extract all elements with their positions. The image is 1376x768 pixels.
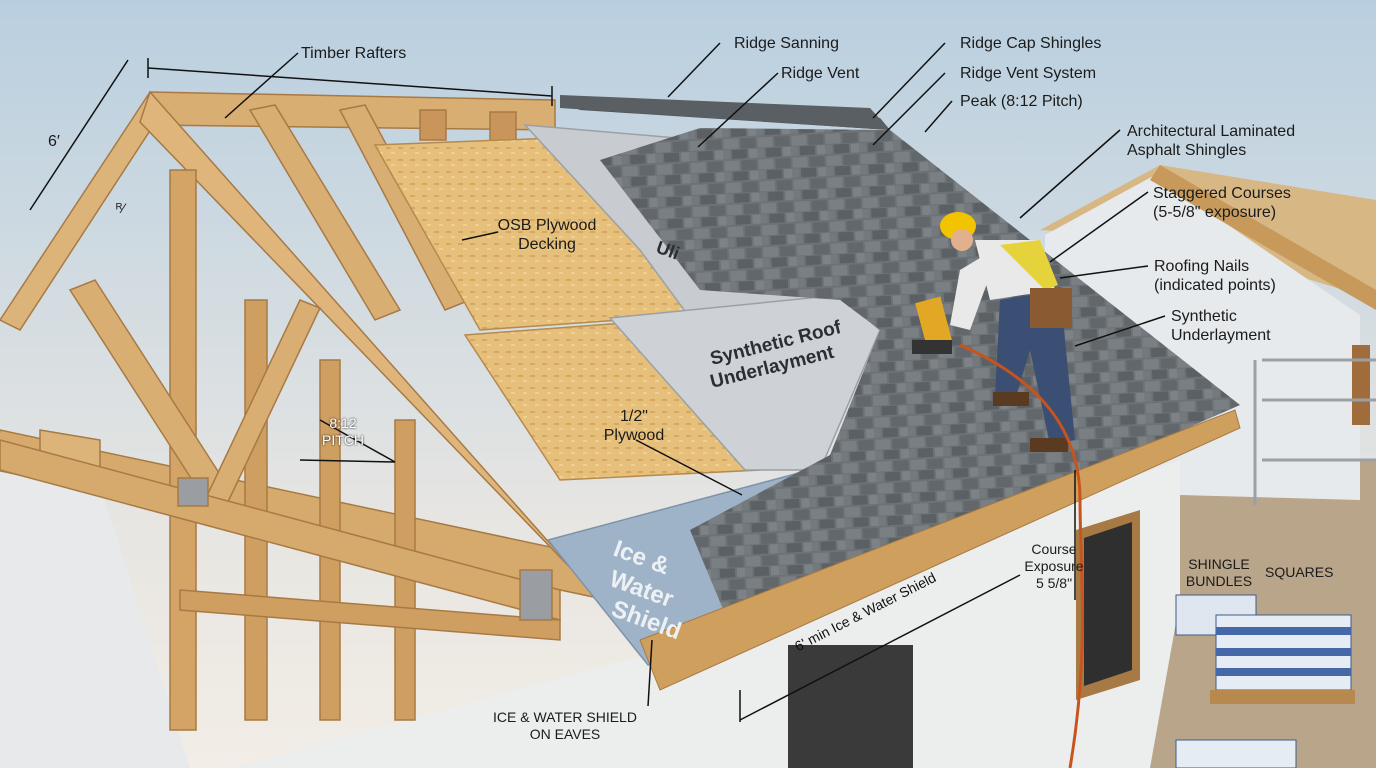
- label-nails-line1: Roofing Nails: [1154, 258, 1250, 275]
- label-staggered-line2: (5-5/8" exposure): [1153, 204, 1277, 221]
- label-8-12-pitch: 8:12 PITCH: [318, 415, 368, 449]
- label-half-inch-plywood: 1/2" Plywood: [596, 407, 672, 445]
- label-roofing-nails: Roofing Nails (indicated points): [1154, 257, 1276, 295]
- label-ridge-sanning: Ridge Sanning: [734, 35, 839, 52]
- label-pitch-line1: 8:12: [329, 415, 357, 431]
- label-course-line3: 5 5/8": [1035, 575, 1073, 591]
- label-synthetic-line2: Underlayment: [1171, 327, 1271, 344]
- label-osb-line1: OSB Plywood: [497, 217, 597, 234]
- label-bundles-line2: BUNDLES: [1185, 573, 1253, 589]
- label-shingle-bundles: SHINGLE BUNDLES: [1184, 556, 1254, 590]
- label-bundles-line1: SHINGLE: [1188, 556, 1250, 572]
- leader-lines: [224, 42, 1166, 707]
- label-pitch-line2: PITCH: [322, 432, 364, 448]
- label-ridge-vent-system: Ridge Vent System: [960, 65, 1097, 82]
- air-hose-icon: [959, 343, 1084, 768]
- label-course-exposure: Course Exposure 5 5/8": [1018, 541, 1090, 592]
- label-6ft-dimension: 6′: [48, 133, 60, 150]
- label-ice-water-shield-eaves: ICE & WATER SHIELD ON EAVES: [492, 709, 638, 743]
- label-plywood-line1: 1/2": [620, 408, 648, 425]
- label-synthetic-underlayment: Synthetic Underlayment: [1171, 307, 1271, 345]
- shingle-bundle-pallet-icon: [1175, 594, 1355, 768]
- label-course-line1: Course: [1031, 541, 1077, 557]
- truss-framing: [0, 90, 641, 731]
- label-nails-line2: (indicated points): [1154, 277, 1276, 294]
- label-plywood-line2: Plywood: [603, 427, 665, 444]
- label-synthetic-line1: Synthetic: [1171, 308, 1237, 325]
- label-osb-decking: OSB Plywood Decking: [496, 216, 598, 254]
- label-osb-line2: Decking: [518, 236, 576, 253]
- house-walls: [0, 460, 1180, 768]
- asphalt-shingles: [560, 95, 1240, 650]
- label-timber-rafters: Timber Rafters: [301, 45, 407, 62]
- label-staggered-courses: Staggered Courses (5-5/8" exposure): [1153, 184, 1291, 222]
- label-ridge-cap-shingles: Ridge Cap Shingles: [960, 35, 1102, 52]
- label-ridge-vent: Ridge Vent: [781, 65, 860, 82]
- label-peak-pitch: Peak (8:12 Pitch): [960, 93, 1083, 110]
- label-architectural-line1: Architectural Laminated: [1127, 123, 1296, 140]
- label-architectural-shingles: Architectural Laminated Asphalt Shingles: [1127, 122, 1295, 160]
- roof-worker-icon: [940, 212, 1075, 452]
- nail-gun-icon: [912, 296, 952, 354]
- label-architectural-line2: Asphalt Shingles: [1127, 142, 1247, 159]
- fascia-board: [639, 409, 1241, 691]
- label-truss-angle: ᴿ⁄: [116, 200, 125, 216]
- dimension-marks: [29, 58, 1076, 722]
- label-course-line2: Exposure: [1024, 558, 1084, 574]
- label-ice-eaves-line1: ICE & WATER SHIELD: [493, 709, 637, 725]
- label-staggered-line1: Staggered Courses: [1153, 185, 1291, 202]
- label-squares: SQUARES: [1265, 564, 1334, 580]
- label-ice-eaves-line2: ON EAVES: [529, 726, 601, 742]
